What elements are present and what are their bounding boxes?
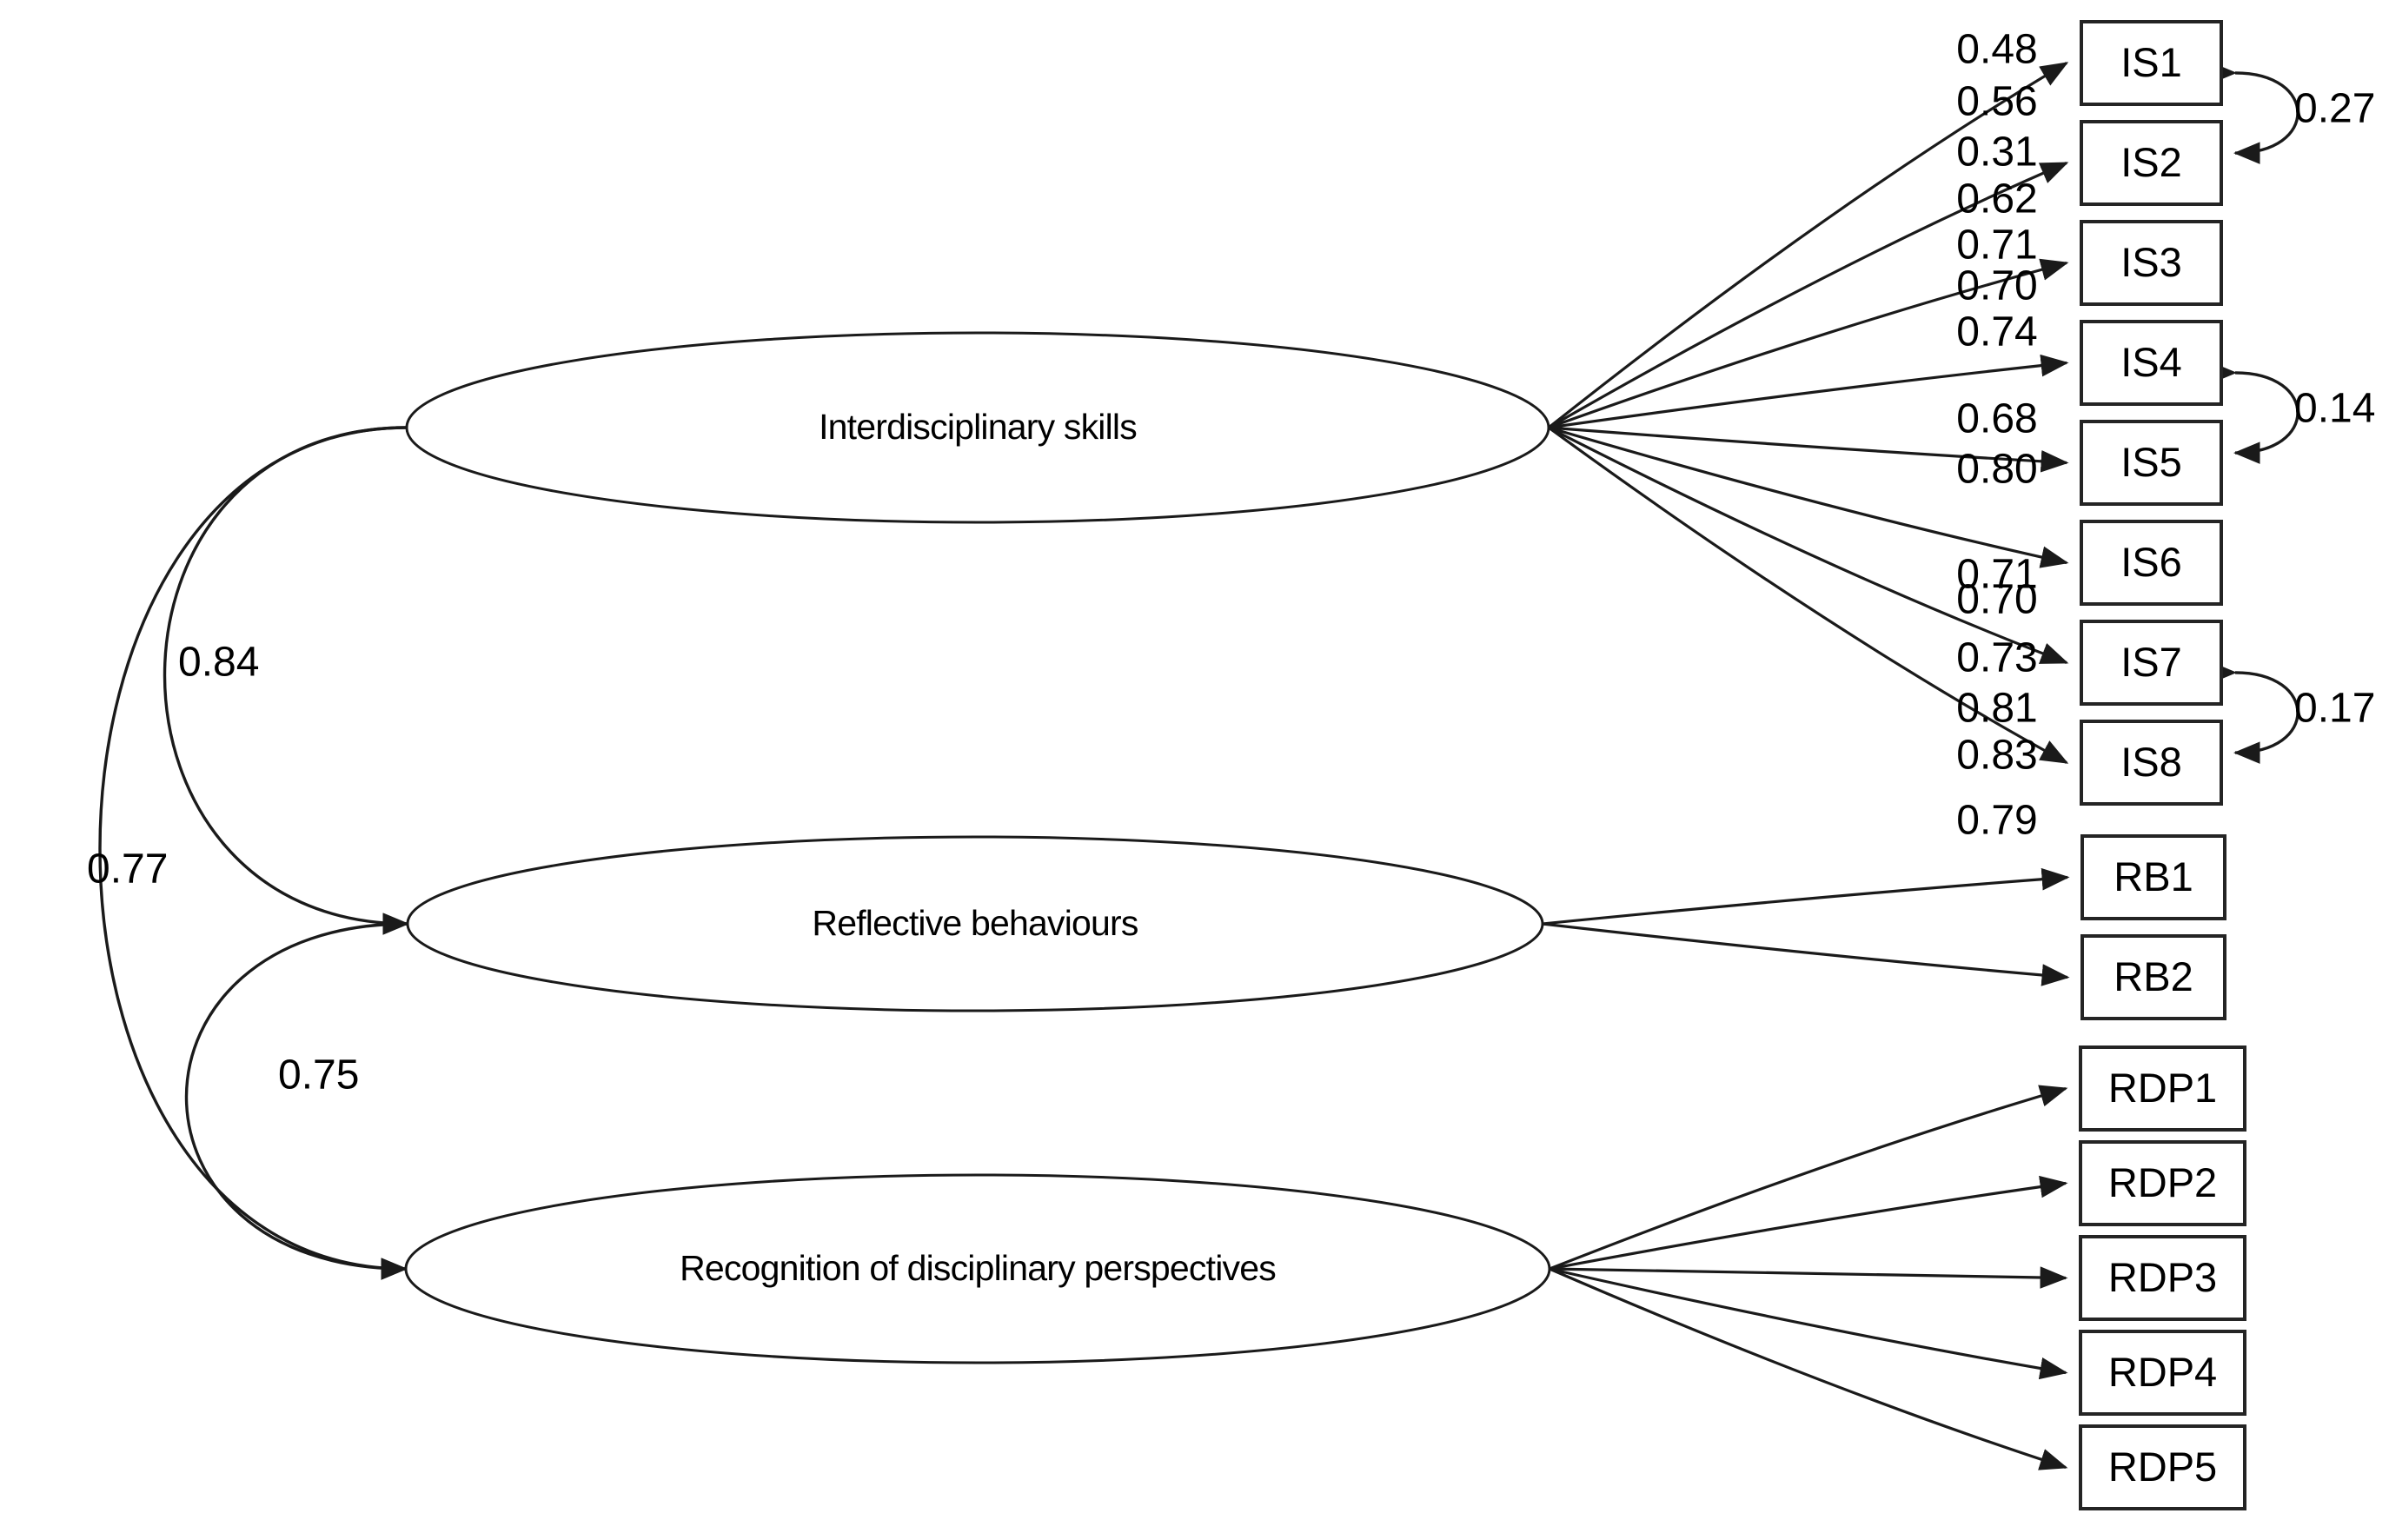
indicator-box-rdp5[interactable]: [2079, 1424, 2246, 1510]
loading-path-is7: [1548, 426, 2069, 664]
indicator-label-rdp1: RDP1: [2108, 1065, 2217, 1111]
indicator-label-is3: IS3: [2120, 239, 2182, 285]
loading-path-rdp5: [1549, 1267, 2068, 1470]
indicator-box-is1[interactable]: [2080, 20, 2223, 106]
loading-path-is3: [1548, 258, 2069, 429]
indicator-label-rb1: RB1: [2114, 853, 2193, 899]
latent-factor-rb[interactable]: [406, 835, 1544, 1012]
loading-path-is2: [1548, 162, 2069, 429]
correlation-value-is-rb: 0.84: [178, 640, 259, 686]
loading-value-is7: 0.74: [1956, 309, 2037, 355]
indicator-label-rdp3: RDP3: [2108, 1254, 2217, 1300]
loading-value-is2: 0.56: [1956, 79, 2037, 125]
correlation-arc-is-rdp: [98, 416, 432, 1280]
latent-factor-label-rb: Reflective behaviours: [812, 903, 1138, 943]
latent-factor-label-is: Interdisciplinary skills: [819, 407, 1137, 447]
loading-value-rdp1: 0.70: [1956, 577, 2037, 623]
indicator-label-is1: IS1: [2120, 39, 2182, 85]
indicator-box-is7[interactable]: [2080, 620, 2223, 706]
latent-factor-is[interactable]: [405, 331, 1550, 524]
latent-factor-rdp[interactable]: [404, 1173, 1551, 1364]
indicator-label-is7: IS7: [2120, 639, 2182, 685]
residual-correlation-arcs: [2210, 62, 2299, 764]
loading-path-is8: [1548, 426, 2069, 764]
loading-value-rdp5: 0.79: [1956, 798, 2037, 844]
indicator-box-is6[interactable]: [2080, 520, 2223, 606]
loading-value-rdp3: 0.81: [1956, 686, 2037, 732]
loading-path-rb1: [1542, 867, 2070, 926]
loading-value-is4: 0.62: [1956, 176, 2037, 222]
residual-arc-is1-is2: [2210, 62, 2299, 164]
correlation-value-rb-rdp: 0.75: [278, 1052, 359, 1099]
latent-factor-ellipses: [404, 331, 1551, 1364]
loading-path-rdp3: [1549, 1266, 2068, 1289]
indicator-box-is8[interactable]: [2080, 720, 2223, 806]
indicator-box-rb1[interactable]: [2080, 834, 2226, 920]
loading-path-is5: [1548, 426, 2069, 473]
residual-value-is1-is2: 0.27: [2294, 86, 2375, 132]
indicator-label-is5: IS5: [2120, 439, 2182, 485]
loading-path-rdp2: [1549, 1175, 2068, 1271]
indicator-box-rdp4[interactable]: [2079, 1330, 2246, 1416]
loading-path-is6: [1548, 426, 2069, 568]
factor-correlation-arcs: [98, 416, 433, 1280]
indicator-label-is8: IS8: [2120, 739, 2182, 785]
indicator-box-rb2[interactable]: [2080, 934, 2226, 1020]
loading-path-rb2: [1542, 922, 2070, 986]
indicator-label-rdp2: RDP2: [2108, 1159, 2217, 1205]
indicator-label-is6: IS6: [2120, 539, 2182, 585]
loading-value-is5: 0.71: [1956, 222, 2037, 269]
residual-arc-is4-is5: [2210, 362, 2299, 464]
indicator-box-rdp1[interactable]: [2079, 1045, 2246, 1132]
loading-value-is8: 0.68: [1956, 396, 2037, 442]
indicator-box-is2[interactable]: [2080, 120, 2223, 206]
loading-value-rb2: 0.71: [1956, 552, 2037, 598]
indicator-label-is2: IS2: [2120, 139, 2182, 185]
loading-value-rb1: 0.80: [1956, 447, 2037, 493]
loading-path-rdp4: [1549, 1267, 2068, 1380]
loading-path-is4: [1548, 354, 2069, 429]
loading-value-is6: 0.70: [1956, 263, 2037, 309]
indicator-box-is5[interactable]: [2080, 420, 2223, 506]
residual-value-is4-is5: 0.14: [2294, 386, 2375, 432]
loading-value-is1: 0.48: [1956, 27, 2037, 73]
indicator-label-is4: IS4: [2120, 339, 2182, 385]
indicator-label-rdp5: RDP5: [2108, 1444, 2217, 1490]
latent-factor-label-rdp: Recognition of disciplinary perspectives: [680, 1248, 1276, 1288]
residual-arc-is7-is8: [2210, 661, 2299, 764]
indicator-boxes: [2079, 20, 2246, 1510]
indicator-box-is4[interactable]: [2080, 320, 2223, 406]
loading-value-rdp4: 0.83: [1956, 733, 2037, 779]
residual-value-is7-is8: 0.17: [2294, 686, 2375, 732]
correlation-value-is-rdp: 0.77: [87, 846, 168, 893]
loading-path-rdp1: [1549, 1085, 2068, 1271]
indicator-label-rb2: RB2: [2114, 953, 2193, 999]
correlation-arc-rb-rdp: [184, 913, 433, 1280]
factor-loading-paths: [1542, 62, 2070, 1470]
indicator-box-is3[interactable]: [2080, 220, 2223, 306]
indicator-label-rdp4: RDP4: [2108, 1349, 2217, 1395]
loading-value-is3: 0.31: [1956, 129, 2037, 176]
indicator-box-rdp3[interactable]: [2079, 1235, 2246, 1321]
loading-value-rdp2: 0.73: [1956, 635, 2037, 681]
indicator-box-rdp2[interactable]: [2079, 1140, 2246, 1226]
loading-path-is1: [1548, 62, 2069, 429]
